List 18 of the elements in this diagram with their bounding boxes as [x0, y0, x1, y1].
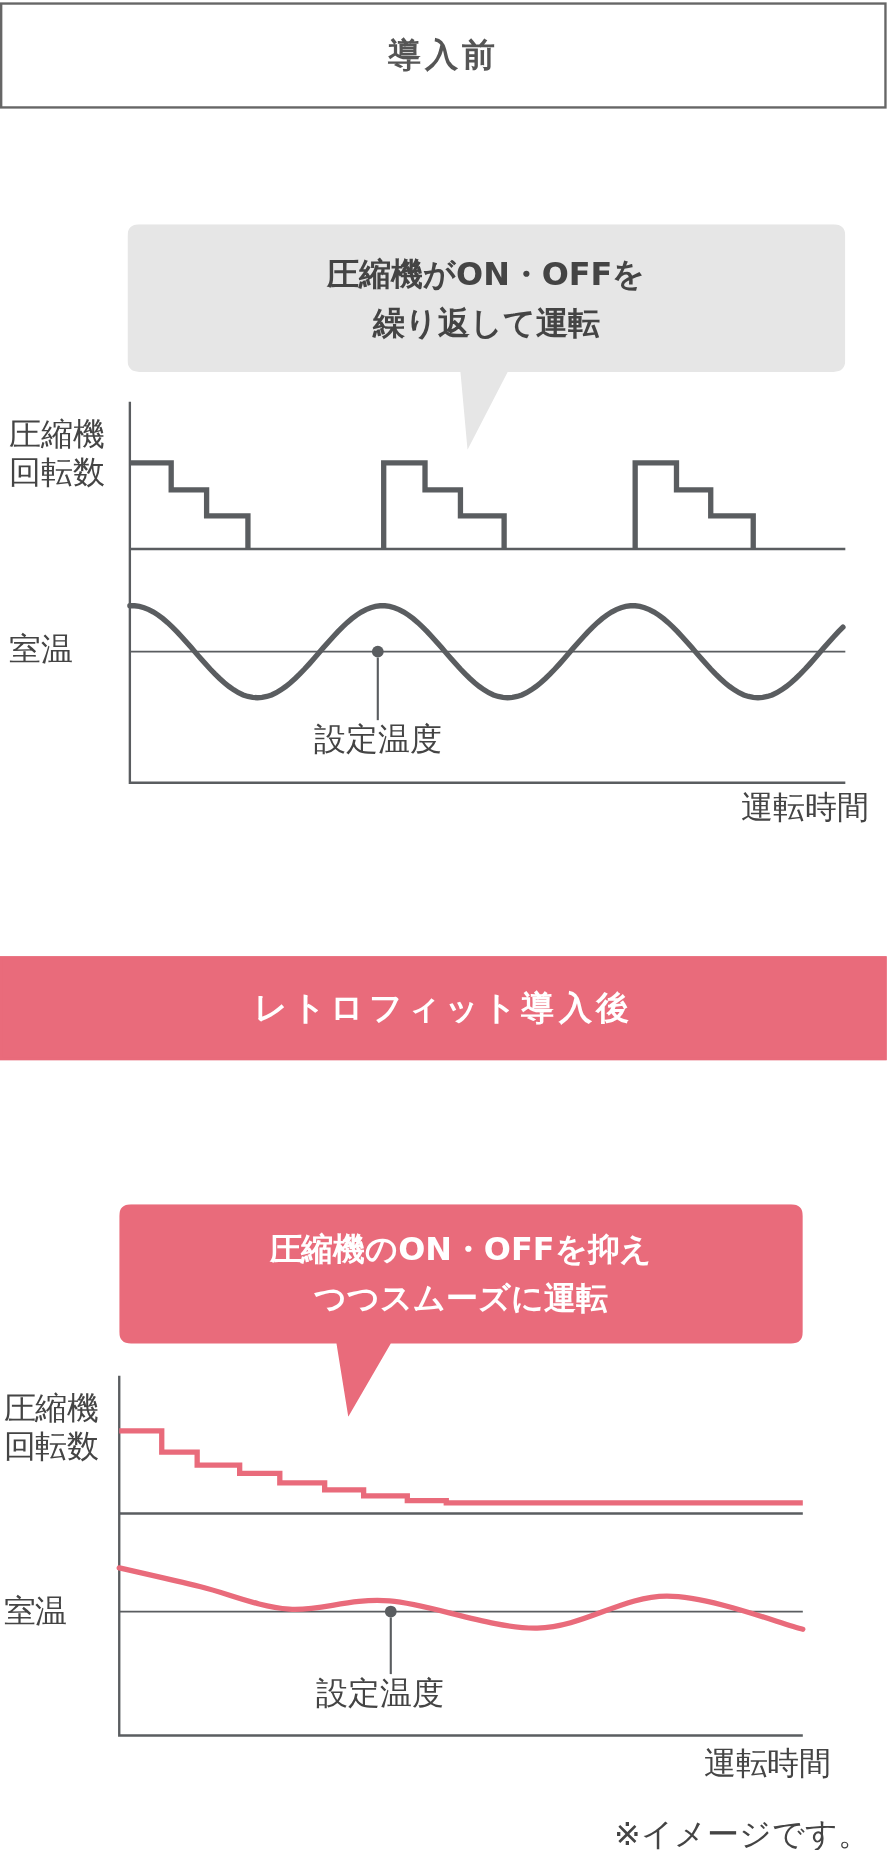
axis-label: 圧縮機回転数 — [3, 1389, 101, 1466]
point-marker — [371, 645, 384, 658]
bubble-text: 圧縮機のON・OFFを抑えつつスムーズに運転 — [268, 1229, 654, 1319]
bubble-text: 圧縮機がON・OFFを繰り返して運転 — [326, 253, 647, 343]
axis-label: 運転時間 — [703, 1744, 832, 1783]
speech-bubble — [127, 224, 846, 450]
leader-line — [376, 657, 379, 721]
axis-label: 運転時間 — [741, 788, 869, 827]
speech-bubble — [119, 1204, 803, 1417]
axis-label: 圧縮機回転数 — [9, 415, 107, 492]
heading-box: 導入前 — [0, 2, 887, 109]
leader-line — [389, 1617, 392, 1675]
callout-label: 設定温度 — [314, 720, 442, 758]
callout-label: 設定温度 — [316, 1674, 444, 1712]
axis-label: 室温 — [3, 1592, 68, 1631]
point-marker — [384, 1605, 397, 1618]
heading-box: レトロフィット導入後 — [0, 956, 887, 1061]
axis-label: 室温 — [9, 630, 74, 669]
